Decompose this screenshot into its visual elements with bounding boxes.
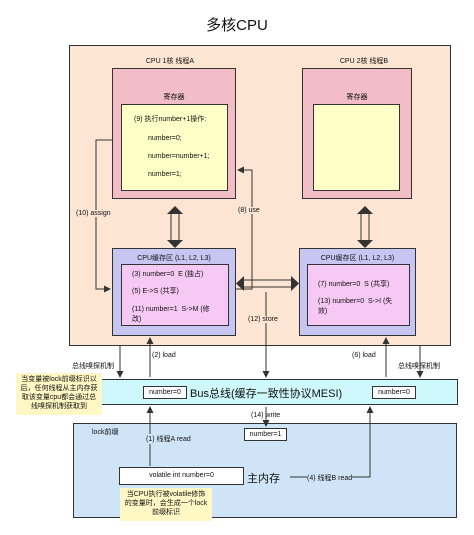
sniff-label-right: 总线嗅探机制 [398,363,440,370]
read-label-b: (4) 线程B read [307,473,353,483]
note-line: 前缀标识 [152,509,180,517]
volatile-variable: volatile int number=0 [119,467,244,485]
core-a-label: CPU 1核 线程A [145,58,195,65]
memory-value-box: number=1 [244,428,287,441]
note-line: 取该变量cpu都会通过总 [21,394,97,402]
core-b-cache-content: (7) number=0 S (共享) (13) number=0 S->I (… [307,264,410,326]
main-memory-label: 主内存 [247,473,280,485]
cache-line: 效) [318,308,328,315]
core-a-register-content: (9) 执行number+1操作: number=0; number=numbe… [121,104,228,191]
sniff-label-left: 总线嗅探机制 [72,363,114,370]
register-line: number=0; [148,135,182,142]
cache-line: (11) number=1 S->M (修 [132,306,210,313]
note-line: 线嗅探机制获取到 [31,403,87,411]
lock-prefix-label: lock前缀 [92,429,119,436]
read-arrow-b [290,406,374,478]
arrowhead-up [167,206,183,214]
arrowhead-down [167,240,183,248]
core-a-cache-title: CPU缓存区 (L1, L2, L3) [137,255,211,262]
core-b-label: CPU 2核 线程B [339,58,389,65]
core-a-register-title: 寄存器 [163,94,185,101]
note-volatile-lock: 当CPU执行被volatile修饰 的变量时，会生成一个lock 前缀标识 [120,488,212,521]
write-label: (14) write [251,412,281,419]
load-label-b: (6) load [352,352,376,359]
cache-line: (3) number=0 E (独占) [132,271,204,278]
register-line: number=1; [148,171,182,178]
note-lock-sniff: 当变量被lock前缀标识以 后，任何线程从主内存获 取该变量cpu都会通过总 线… [16,373,102,415]
core-b-cache-title: CPU缓存区 (L1, L2, L3) [320,255,395,262]
cache-line: (13) number=0 S->I (失 [318,298,393,305]
note-line: 后，任何线程从主内存获 [20,385,98,393]
assign-label: (10) assign [76,210,111,217]
load-label-a: (2) load [152,352,176,359]
bus-value-right: number=0 [372,386,416,399]
store-label: (12) store [248,316,278,323]
diagram-title: 多核CPU [206,17,268,34]
cache-line: 改) [132,316,142,323]
bus-value-left: number=0 [143,386,187,399]
cache-line: (5) E->S (共享) [132,288,179,295]
note-line: 当CPU执行被volatile修饰 [126,491,206,498]
core-b-register-title: 寄存器 [346,94,368,101]
cache-line: (7) number=0 S (共享) [318,281,390,288]
core-a-cache-content: (3) number=0 E (独占) (5) E->S (共享) (11) n… [121,264,229,326]
note-line: 的变量时，会生成一个lock [124,500,208,508]
use-label: (8) use [238,207,260,214]
core-b-register-content [313,104,400,191]
arrowhead-down [357,240,373,248]
note-line: 当变量被lock前缀标识以 [21,376,97,383]
read-label-a: (1) 线程A read [146,434,191,444]
register-line: number=number+1; [148,153,210,160]
arrowhead-right [291,276,299,291]
arrowhead-left [236,276,244,291]
arrowhead-up [357,206,373,214]
bus-label: Bus总线(缓存一致性协议MESI) [190,388,343,400]
register-line: (9) 执行number+1操作: [134,116,207,123]
use-arrow [236,166,253,290]
